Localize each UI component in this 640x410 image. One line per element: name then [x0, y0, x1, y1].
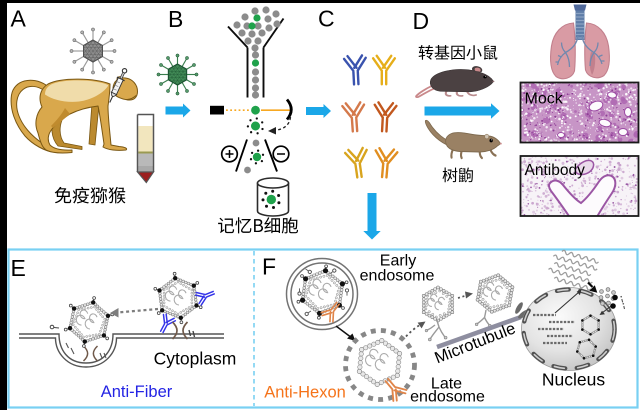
- svg-text:D: D: [413, 8, 430, 34]
- svg-text:Mock: Mock: [525, 91, 564, 108]
- svg-text:A: A: [11, 6, 27, 32]
- svg-text:Anti-Hexon: Anti-Hexon: [264, 383, 346, 401]
- svg-text:C: C: [318, 6, 335, 32]
- svg-text:Nucleus: Nucleus: [542, 370, 605, 390]
- svg-text:endosome: endosome: [410, 389, 485, 406]
- svg-text:E: E: [11, 255, 26, 281]
- svg-text:endosome: endosome: [360, 268, 435, 285]
- svg-text:Late: Late: [431, 376, 462, 393]
- svg-text:Antibody: Antibody: [525, 162, 586, 179]
- svg-text:Anti-Fiber: Anti-Fiber: [101, 383, 173, 401]
- svg-text:F: F: [262, 254, 276, 280]
- svg-text:B: B: [168, 6, 183, 32]
- svg-text:Cytoplasm: Cytoplasm: [154, 349, 237, 369]
- svg-text:Early: Early: [380, 253, 416, 270]
